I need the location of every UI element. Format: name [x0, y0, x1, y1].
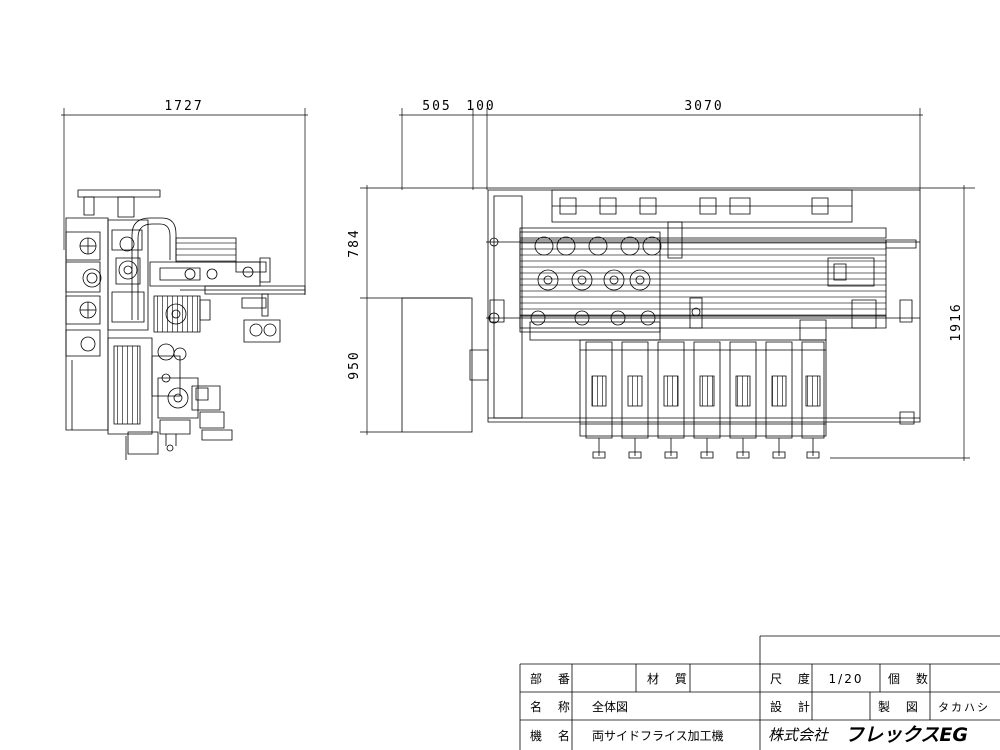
title-block-text: 部 番 材 質 尺 度 1/20 個 数 名 称 全体図 設 計 製 図 タカハ… [530, 671, 990, 746]
dim-gap-a: 505 [422, 99, 451, 114]
dim-lower-height: 950 [347, 350, 362, 379]
scale-value: 1/20 [829, 672, 864, 686]
scale-label: 尺 度 [770, 671, 816, 686]
company-name: フレックスEG [845, 724, 968, 746]
dim-upper-height: 784 [347, 228, 362, 257]
title-block [520, 636, 1000, 750]
design-label: 設 計 [770, 699, 816, 714]
front-view [402, 190, 920, 458]
qty-label: 個 数 [888, 671, 934, 686]
company-prefix: 株式会社 [768, 726, 830, 744]
dim-side-width: 1727 [164, 99, 203, 114]
dim-gap-b: 100 [466, 99, 495, 114]
part-no-label: 部 番 [530, 671, 576, 686]
name-label: 名 称 [530, 699, 576, 714]
material-label: 材 質 [647, 671, 693, 686]
side-view [66, 190, 305, 460]
name-value: 全体図 [592, 699, 628, 714]
machine-label: 機 名 [530, 728, 576, 743]
machine-value: 両サイドフライス加工機 [592, 728, 724, 743]
dim-main-width: 3070 [684, 99, 723, 114]
drafter-label: 製 図 [878, 700, 924, 714]
drafter-value: タカハシ [938, 701, 990, 714]
dim-total-height: 1916 [949, 302, 964, 341]
dimension-lines [61, 108, 975, 461]
spindle-units [586, 342, 824, 458]
dimension-labels: 1727 505 100 3070 784 950 1916 [164, 99, 964, 380]
